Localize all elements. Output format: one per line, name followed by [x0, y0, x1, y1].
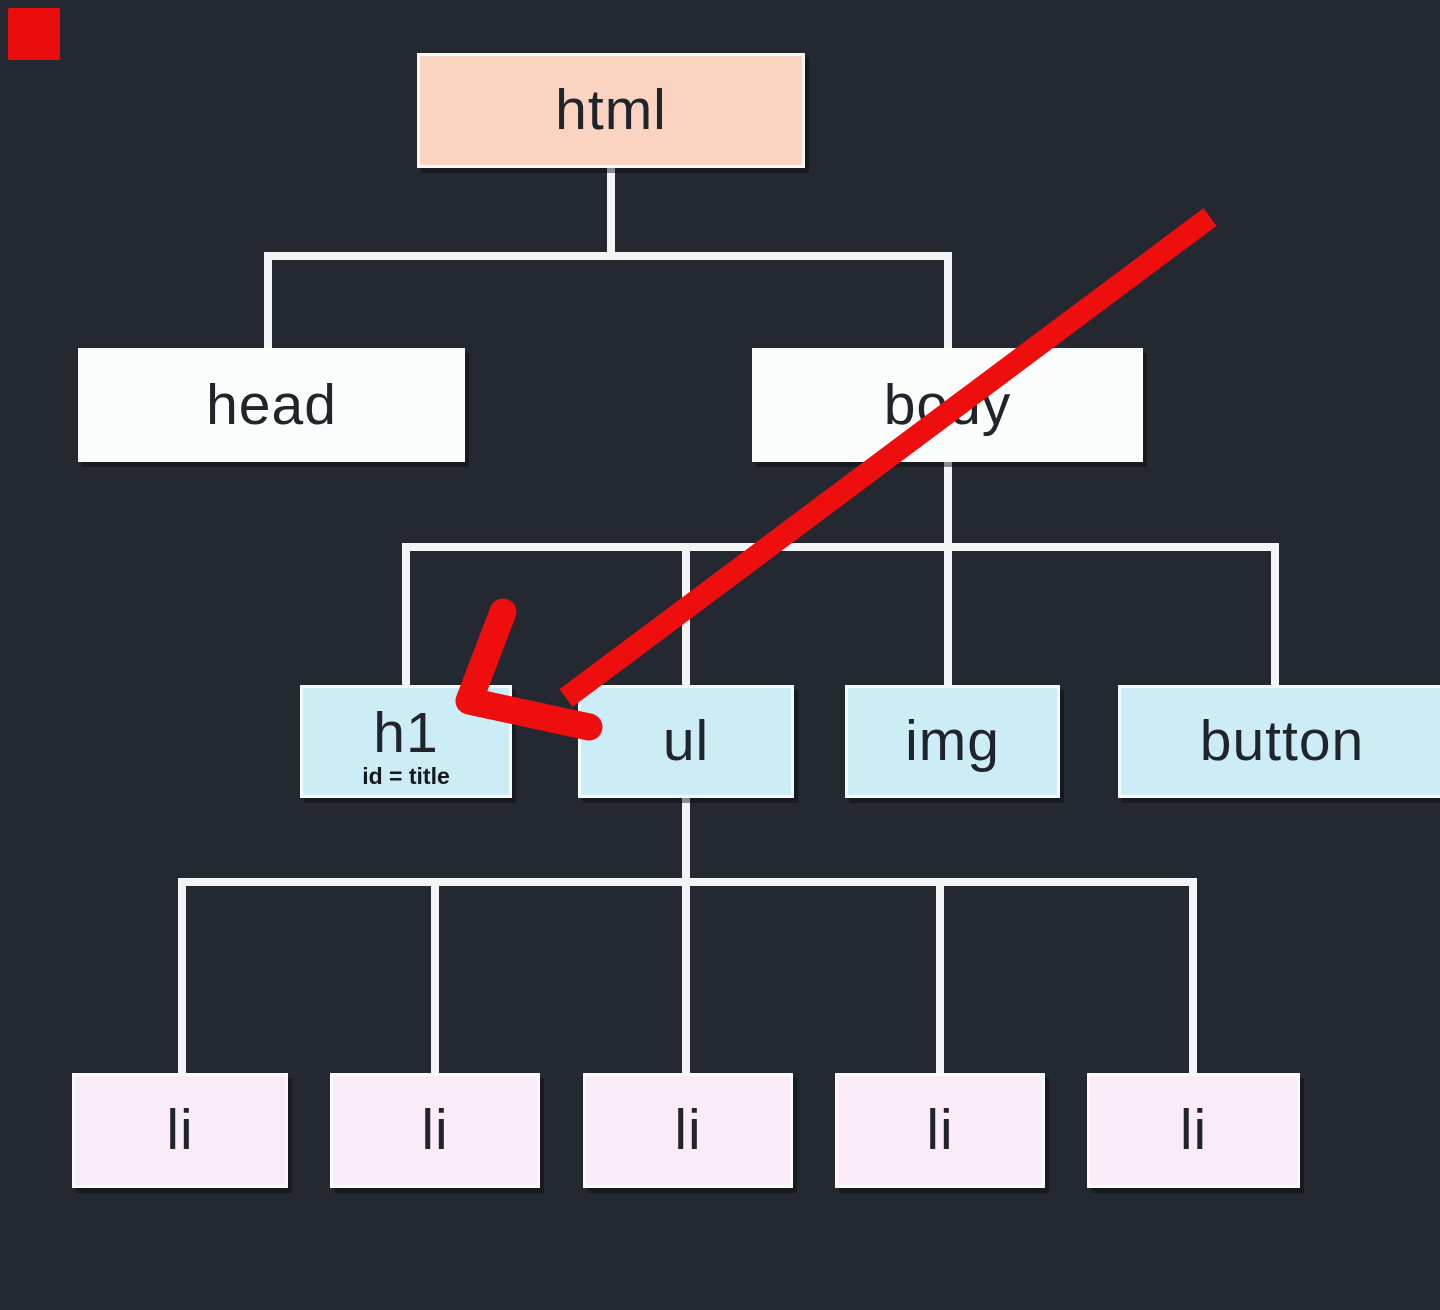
node-head: head	[78, 348, 465, 462]
node-img: img	[845, 685, 1060, 798]
node-li-label: li	[674, 1098, 702, 1162]
node-li-label: li	[166, 1098, 194, 1162]
node-li-label: li	[926, 1098, 954, 1162]
node-button: button	[1118, 685, 1440, 798]
node-li-5: li	[1087, 1073, 1300, 1188]
red-marker-square	[8, 8, 60, 60]
node-ul-label: ul	[662, 709, 710, 773]
node-head-label: head	[206, 372, 337, 437]
node-li-label: li	[1179, 1098, 1208, 1162]
node-html-label: html	[555, 78, 667, 142]
node-h1-id-annotation: id = title	[362, 763, 450, 789]
node-li-2: li	[330, 1073, 540, 1188]
node-button-label: button	[1199, 709, 1365, 773]
node-body: body	[752, 348, 1143, 462]
node-h1-label: h1	[373, 701, 439, 765]
node-h1: h1 id = title	[300, 685, 512, 798]
node-ul: ul	[578, 685, 794, 798]
node-li-1: li	[72, 1073, 288, 1188]
node-html: html	[417, 53, 805, 168]
node-img-label: img	[905, 709, 1000, 773]
node-body-label: body	[883, 372, 1012, 437]
node-li-4: li	[835, 1073, 1045, 1188]
node-li-3: li	[583, 1073, 793, 1188]
node-li-label: li	[421, 1098, 449, 1162]
